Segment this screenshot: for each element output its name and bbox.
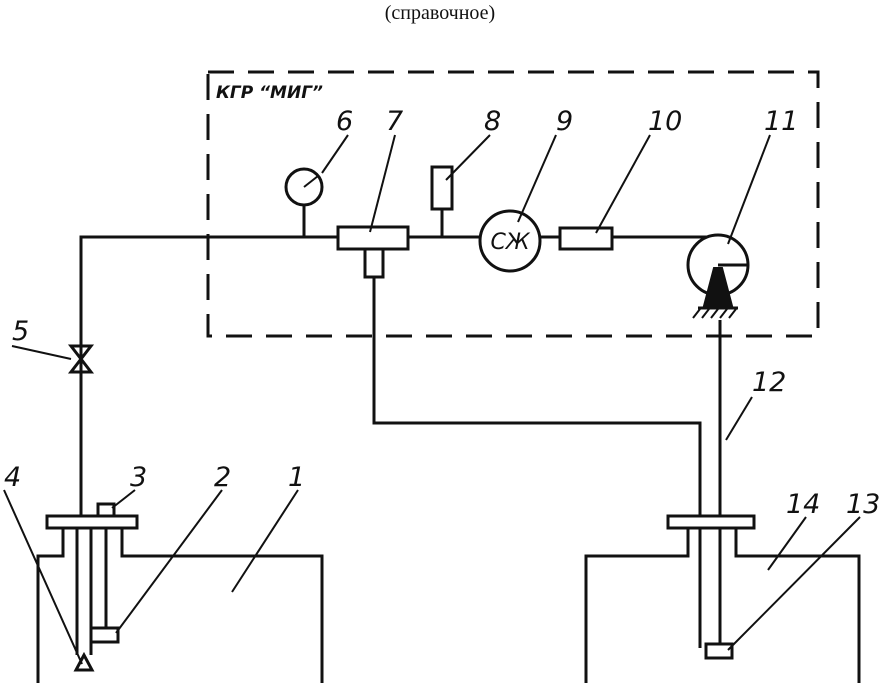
- liquid-meter: [478, 209, 542, 273]
- label-8: 8: [484, 106, 501, 137]
- label-4: 4: [4, 462, 21, 493]
- supply-line: [79, 235, 338, 372]
- label-3: 3: [130, 462, 147, 493]
- sensor: [430, 165, 454, 211]
- label-7: 7: [386, 106, 403, 137]
- label-2: 2: [214, 462, 231, 493]
- tank-14-level-sensor: [704, 642, 734, 660]
- leader-13: [727, 516, 861, 651]
- tank-1-flange: [45, 514, 139, 530]
- frame-title: КГР “МИГ”: [216, 83, 323, 103]
- tank-14-flange: [666, 514, 756, 530]
- leader-11: [727, 134, 771, 245]
- leader-10: [595, 134, 651, 234]
- pump-base-hatch: [692, 308, 737, 319]
- filter: [558, 226, 614, 251]
- caption: (справочное): [384, 2, 496, 24]
- leader-1: [231, 489, 299, 593]
- label-13: 13: [846, 489, 880, 520]
- kgr-frame: [206, 70, 820, 338]
- leader-4: [3, 489, 83, 665]
- label-14: 14: [786, 489, 820, 520]
- leader-12: [725, 396, 753, 441]
- leader-2: [115, 489, 223, 634]
- pump-nozzle: [702, 267, 734, 307]
- label-9: 9: [556, 106, 573, 137]
- leader-5: [11, 345, 72, 360]
- label-11: 11: [764, 106, 798, 137]
- gauge-needle: [303, 175, 319, 188]
- leader-3: [111, 489, 136, 509]
- leader-7: [369, 134, 396, 233]
- leader-6: [321, 134, 349, 174]
- label-1: 1: [288, 462, 305, 493]
- tee-block: [336, 225, 410, 251]
- shutoff-valve: [67, 344, 95, 374]
- meter-symbol: СЖ: [490, 230, 530, 255]
- tank-1-sensor-cap: [96, 502, 116, 518]
- label-6: 6: [336, 106, 353, 137]
- leader-8: [445, 134, 491, 181]
- tank-1: [36, 528, 324, 683]
- tee-outlet: [363, 247, 385, 279]
- label-12: 12: [752, 367, 786, 398]
- tank-1-level-sensor: [89, 626, 120, 644]
- intake-valve: [73, 651, 95, 672]
- leader-9: [517, 134, 557, 223]
- label-5: 5: [12, 316, 29, 347]
- label-10: 10: [648, 106, 682, 137]
- return-line: [372, 277, 702, 518]
- tank-14: [584, 528, 861, 683]
- leader-14: [767, 516, 807, 571]
